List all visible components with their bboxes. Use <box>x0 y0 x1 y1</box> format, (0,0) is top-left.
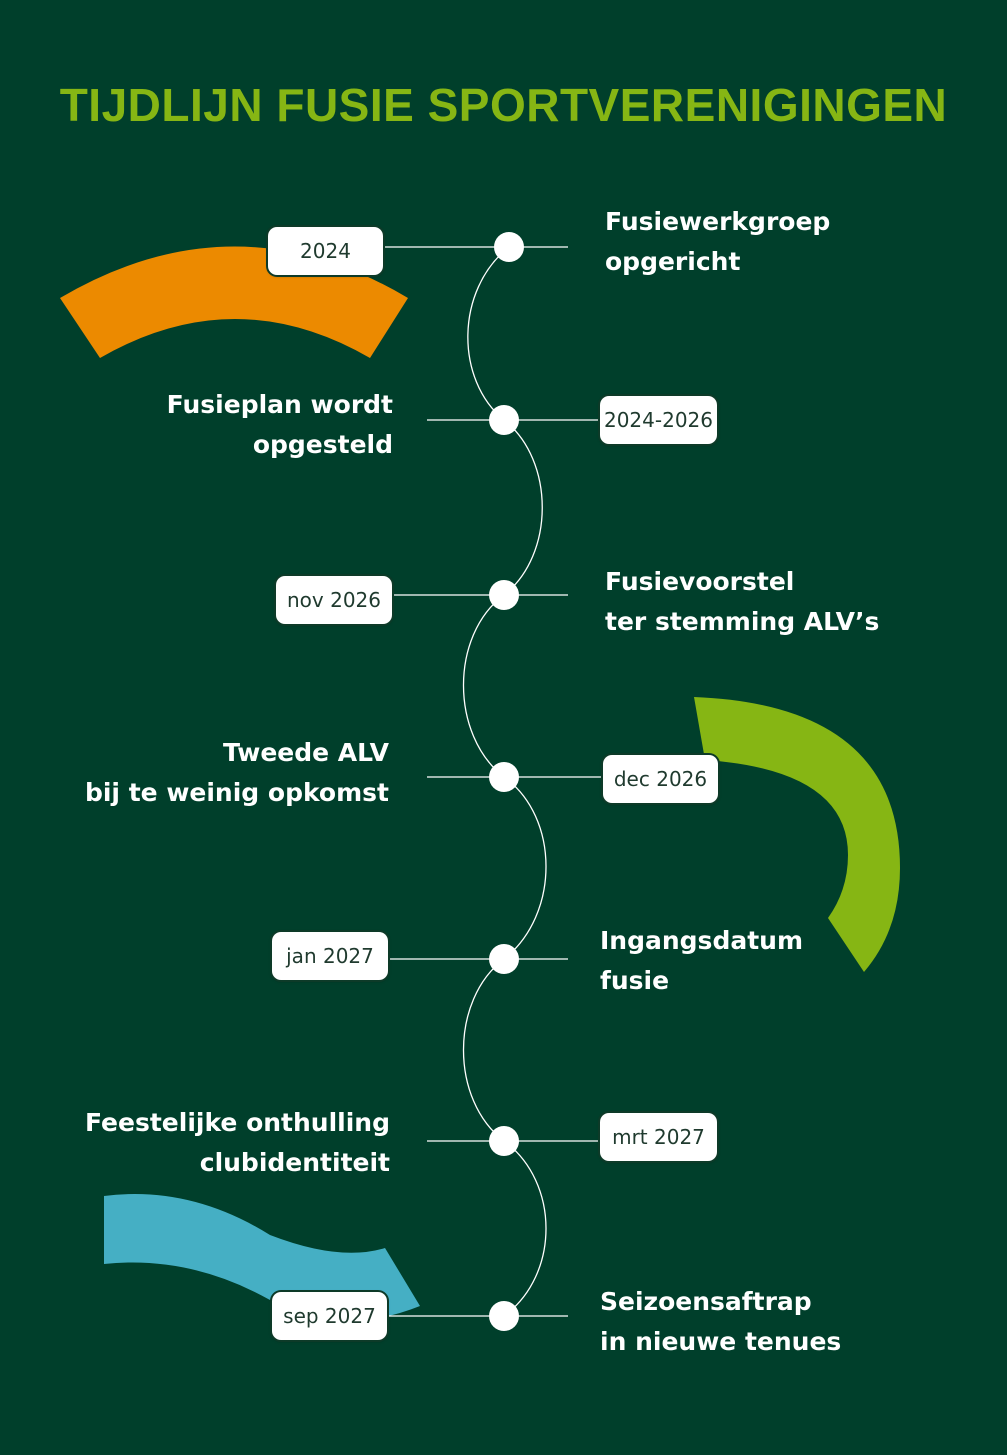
timeline-dot <box>489 944 519 974</box>
timeline-dot <box>489 762 519 792</box>
event-label: Fusieplan wordt opgesteld <box>167 385 393 465</box>
timeline-dot <box>489 1301 519 1331</box>
event-label: Seizoensaftrap in nieuwe tenues <box>600 1282 841 1362</box>
green-arc-shape <box>694 697 900 972</box>
event-label-line: opgesteld <box>252 430 393 459</box>
event-label-line: Fusieplan wordt <box>166 390 393 419</box>
event-label-line: ter stemming ALV’s <box>605 607 880 636</box>
event-label-line: Feestelijke onthulling <box>84 1108 390 1137</box>
event-label-line: bij te weinig opkomst <box>84 778 389 807</box>
date-badge: dec 2026 <box>603 755 718 803</box>
event-label-line: fusie <box>600 966 670 995</box>
event-label-line: Ingangsdatum <box>600 926 804 955</box>
event-label-line: Fusievoorstel <box>605 567 795 596</box>
event-label: Ingangsdatum fusie <box>600 921 803 1001</box>
date-badge: jan 2027 <box>272 932 388 980</box>
timeline-dots <box>489 232 524 1331</box>
timeline-dot <box>489 405 519 435</box>
event-label-line: clubidentiteit <box>199 1148 390 1177</box>
event-label-line: Fusiewerkgroep <box>605 207 831 236</box>
date-badge: 2024-2026 <box>600 396 717 444</box>
timeline-dot <box>489 580 519 610</box>
date-badge: 2024 <box>268 227 383 275</box>
date-badge: mrt 2027 <box>600 1113 717 1161</box>
page-title: TIJDLIJN FUSIE SPORTVERENIGINGEN <box>59 79 948 131</box>
blue-wave-shape <box>104 1194 420 1321</box>
event-label: Fusiewerkgroep opgericht <box>605 202 830 282</box>
event-label-line: Seizoensaftrap <box>600 1287 812 1316</box>
event-label-line: in nieuwe tenues <box>600 1327 842 1356</box>
timeline-dot <box>494 232 524 262</box>
date-badge: nov 2026 <box>276 576 392 624</box>
event-label: Feestelijke onthulling clubidentiteit <box>85 1103 390 1183</box>
event-label: Fusievoorstel ter stemming ALV’s <box>605 562 879 642</box>
event-label: Tweede ALV bij te weinig opkomst <box>85 733 389 813</box>
timeline-dot <box>489 1126 519 1156</box>
event-label-line: Tweede ALV <box>222 738 389 767</box>
date-badge: sep 2027 <box>272 1292 387 1340</box>
event-label-line: opgericht <box>605 247 741 276</box>
